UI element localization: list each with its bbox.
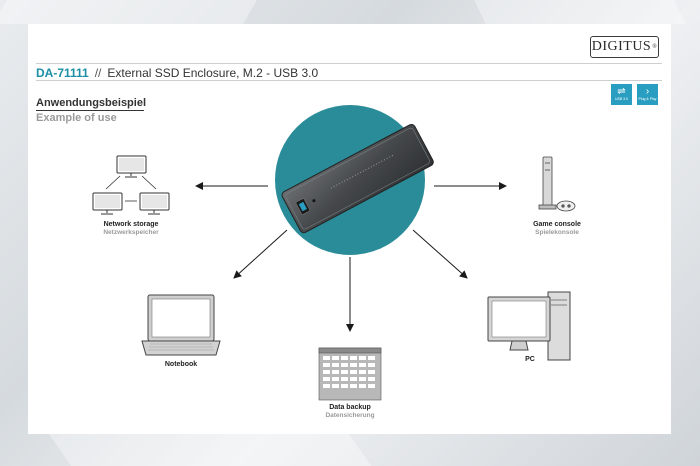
network-storage-sublabel: Netzwerkspeicher xyxy=(103,229,159,236)
section-subheading: Example of use xyxy=(36,112,117,124)
pc-label: PC xyxy=(525,356,535,363)
section-heading: Anwendungsbeispiel xyxy=(36,97,147,109)
product-code: DA-71111 xyxy=(36,66,89,80)
usb-badge: ⇌ USB 3.0 xyxy=(611,84,632,105)
network-storage-label: Network storage xyxy=(103,221,159,228)
usb-icon: ⇌ xyxy=(617,86,626,97)
product-title: External SSD Enclosure, M.2 - USB 3.0 xyxy=(107,66,319,80)
arrow-pc xyxy=(412,229,468,279)
pc-icon xyxy=(487,291,571,361)
data-backup-icon xyxy=(318,347,382,401)
status-led xyxy=(312,199,316,203)
game-console-sublabel: Spielekonsole xyxy=(535,229,579,236)
data-backup-label: Data backup xyxy=(329,404,371,411)
notebook-icon xyxy=(141,294,221,356)
ssd-enclosure xyxy=(281,123,434,234)
top-divider xyxy=(36,63,662,64)
digitus-logo: DIGITUS® xyxy=(590,36,659,58)
logo-text: DIGITUS xyxy=(591,39,652,54)
ssd-enclosure-group xyxy=(275,105,434,255)
game-console-label: Game console xyxy=(533,221,581,228)
arrow-notebook xyxy=(233,229,288,279)
usb-badge-caption: USB 3.0 xyxy=(614,97,629,101)
notebook-label: Notebook xyxy=(164,361,198,368)
heading-underline xyxy=(36,110,144,111)
product-header: DA-71111 // External SSD Enclosure, M.2 - … xyxy=(36,66,318,80)
plug-and-play-caption: Plug & Play xyxy=(638,97,657,101)
plug-and-play-icon: › xyxy=(645,86,650,97)
plug-and-play-badge: › Plug & Play xyxy=(637,84,658,105)
product-separator: // xyxy=(94,66,102,80)
game-console-icon xyxy=(538,156,576,212)
data-backup-sublabel: Datensicherung xyxy=(325,412,375,419)
network-storage-icon xyxy=(92,155,170,215)
registered-mark: ® xyxy=(652,44,658,50)
header-divider xyxy=(36,80,662,81)
